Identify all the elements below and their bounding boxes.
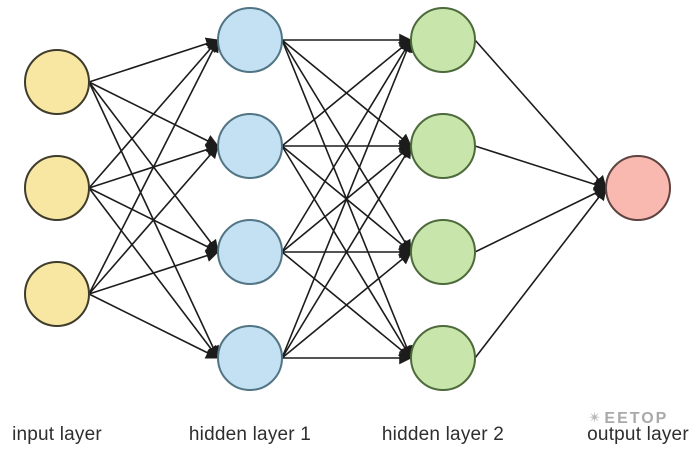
- node-hidden1-1: [217, 7, 283, 73]
- nodes-group: [24, 7, 671, 391]
- edge-hidden1-2-to-hidden2-0: [281, 39, 412, 253]
- label-input-layer: input layer: [12, 424, 102, 445]
- edge-hidden1-3-to-hidden2-1: [281, 145, 412, 359]
- node-input-3: [24, 261, 90, 327]
- edge-input-0-to-hidden1-0: [88, 37, 219, 83]
- edges-group: [88, 33, 607, 365]
- node-hidden1-2: [217, 113, 283, 179]
- edge-hidden1-3-to-hidden2-2: [281, 251, 412, 359]
- node-hidden2-2: [410, 113, 476, 179]
- node-input-1: [24, 49, 90, 115]
- edge-hidden2-1-to-output-0: [474, 145, 607, 191]
- edge-input-1-to-hidden1-0: [88, 39, 219, 189]
- node-hidden1-4: [217, 325, 283, 391]
- node-hidden2-1: [410, 7, 476, 73]
- edge-hidden1-1-to-hidden2-0: [281, 39, 412, 147]
- node-hidden2-3: [410, 219, 476, 285]
- edge-input-2-to-hidden1-0: [88, 39, 219, 295]
- edge-hidden2-0-to-output-0: [474, 39, 607, 189]
- edge-input-2-to-hidden1-2: [88, 249, 219, 295]
- edge-hidden1-3-to-hidden2-0: [281, 39, 413, 359]
- edge-input-2-to-hidden1-3: [88, 293, 219, 359]
- edge-hidden2-3-to-output-0: [474, 187, 607, 359]
- node-hidden2-4: [410, 325, 476, 391]
- node-input-2: [24, 155, 90, 221]
- node-hidden1-3: [217, 219, 283, 285]
- label-hidden-layer-1: hidden layer 1: [188, 424, 312, 445]
- node-output-1: [605, 155, 671, 221]
- edge-input-2-to-hidden1-1: [88, 145, 219, 295]
- edge-hidden2-2-to-output-0: [474, 187, 607, 253]
- label-hidden-layer-2: hidden layer 2: [381, 424, 505, 445]
- label-output-layer: output layer: [587, 424, 689, 445]
